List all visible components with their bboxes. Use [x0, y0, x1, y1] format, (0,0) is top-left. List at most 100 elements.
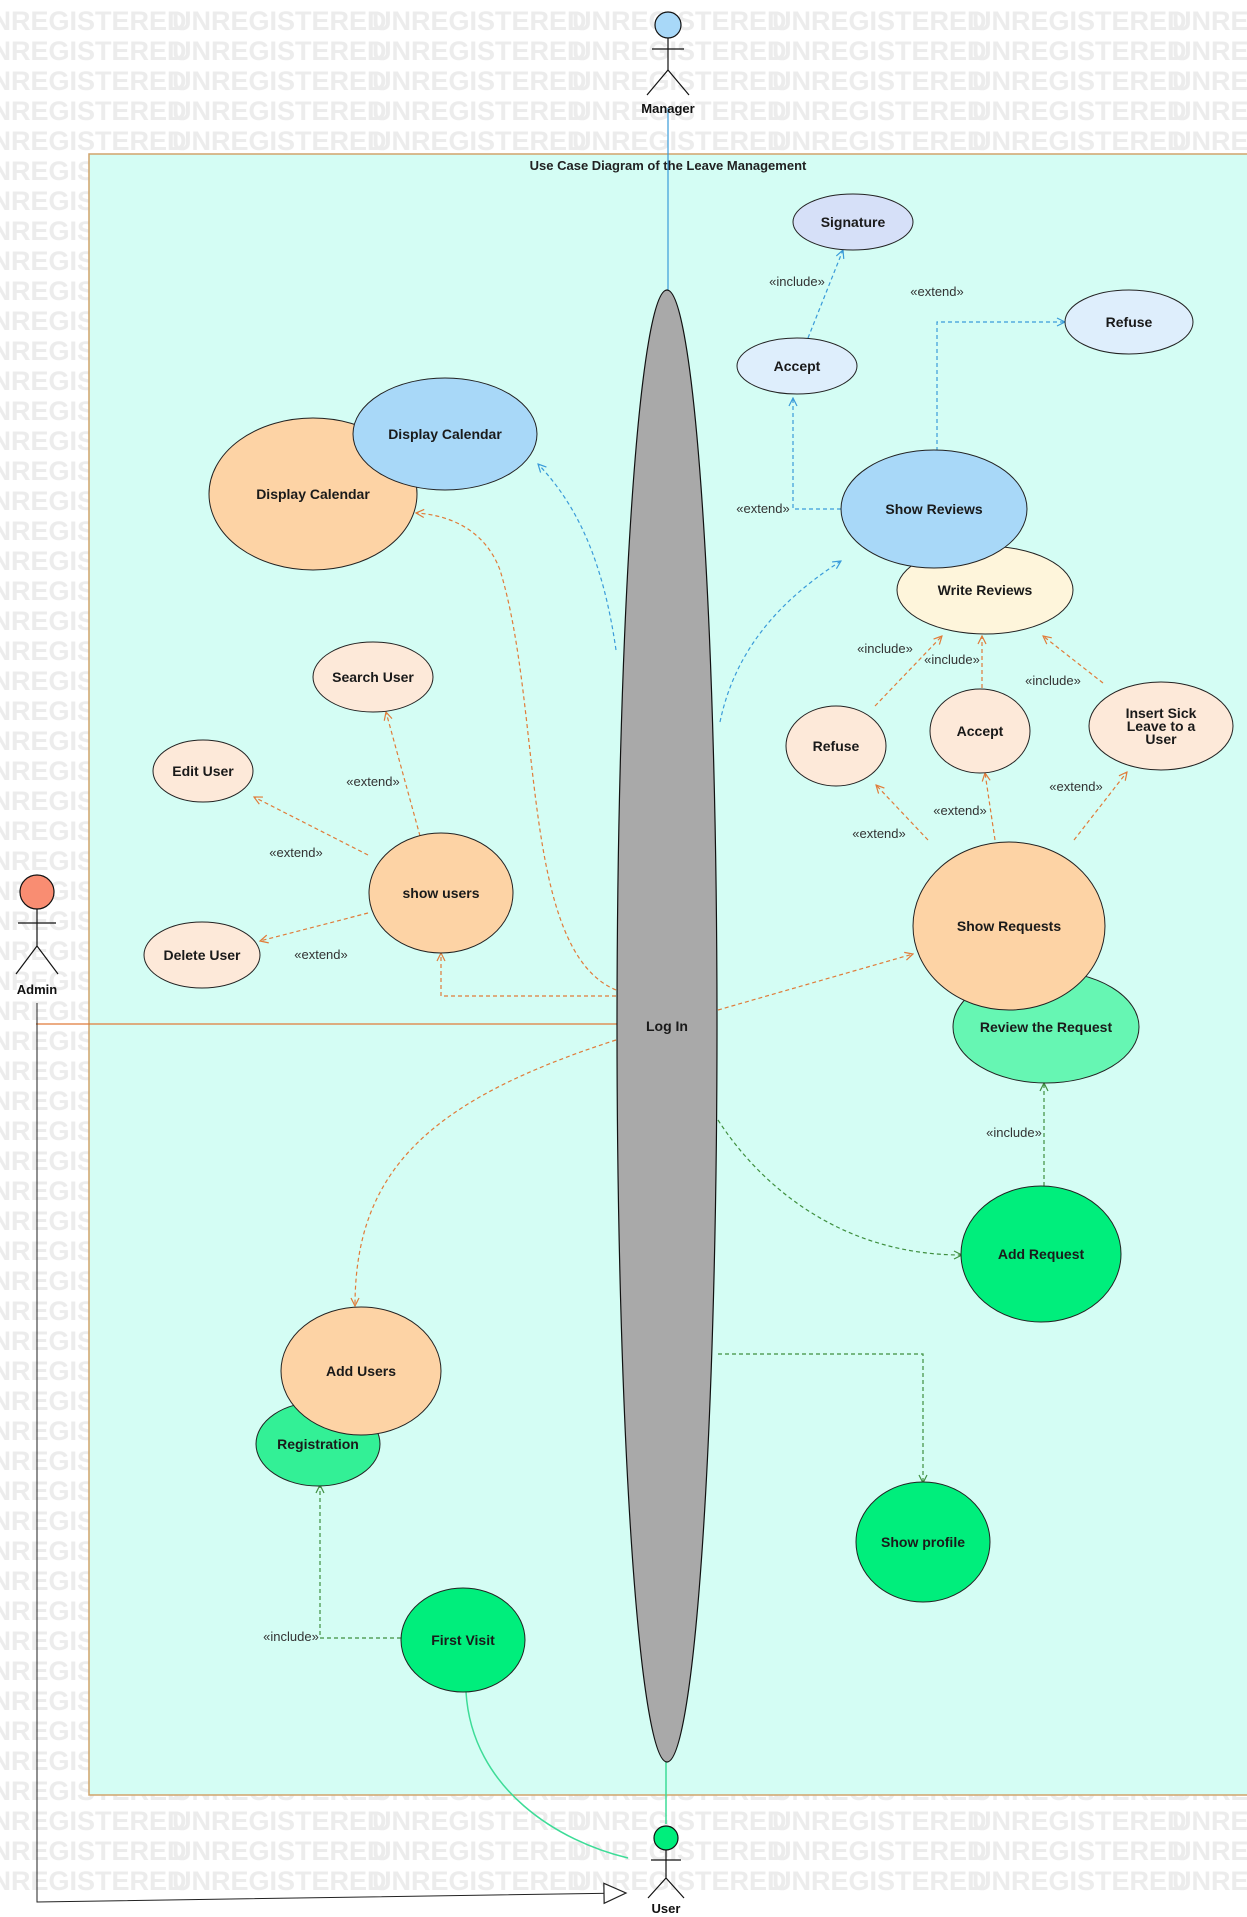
watermark-text: UNREGISTERED [372, 1866, 587, 1896]
watermark-text: UNREGISTERED [172, 1806, 387, 1836]
watermark-text: UNREGISTERED [1172, 1836, 1247, 1866]
usecase-signature[interactable] [792, 193, 914, 251]
usecase-add-request[interactable] [960, 1185, 1122, 1323]
link-login-showrequests [717, 954, 913, 1011]
first-visit-association [465, 1691, 629, 1859]
usecase-show-requests[interactable] [912, 841, 1106, 1011]
stereotype-include-sick: «include» [1025, 673, 1081, 688]
usecase-accept-review[interactable] [736, 337, 858, 395]
watermark-text: UNREGISTERED [772, 36, 987, 66]
link-showusers-search [386, 712, 421, 837]
actor-admin-label: Admin [17, 982, 58, 997]
usecase-insert-sick-leave-label-2: Leave to a [1127, 718, 1196, 734]
usecase-login[interactable] [616, 289, 718, 1763]
usecase-signature-label: Signature [821, 214, 886, 230]
stereotype-include-signature: «include» [769, 274, 825, 289]
usecase-edit-user[interactable] [152, 739, 254, 803]
usecase-show-profile-label: Show profile [881, 1534, 965, 1550]
usecase-add-users-label: Add Users [326, 1363, 396, 1379]
watermark-text: UNREGISTERED [572, 36, 787, 66]
link-accept-signature [807, 250, 843, 339]
manager-head-icon [654, 11, 682, 39]
watermark-text: UNREGISTERED [972, 6, 1187, 36]
watermark-text: UNREGISTERED [572, 1866, 787, 1896]
watermark-text: UNREGISTERED [0, 1866, 187, 1896]
watermark-text: UNREGISTERED [572, 1836, 787, 1866]
stereotype-extend-accept-review: «extend» [736, 501, 790, 516]
usecase-login-label: Log In [646, 1018, 688, 1034]
link-requests-sick [1073, 772, 1127, 841]
stereotype-extend-refuse-request: «extend» [852, 826, 906, 841]
watermark-text: UNREGISTERED [572, 126, 787, 156]
link-requests-accept [985, 773, 996, 841]
link-login-addusers [355, 1039, 617, 1306]
usecase-add-users[interactable] [280, 1306, 442, 1436]
watermark-text: UNREGISTERED [772, 1866, 987, 1896]
stereotype-extend-search: «extend» [346, 774, 400, 789]
usecase-refuse-review[interactable] [1064, 289, 1194, 355]
watermark-text: UNREGISTERED [0, 1806, 187, 1836]
watermark-text: UNREGISTERED [0, 66, 187, 96]
usecase-accept-review-label: Accept [774, 358, 821, 374]
watermark-text: UNREGISTERED [772, 1836, 987, 1866]
usecase-show-profile[interactable] [855, 1481, 991, 1603]
usecase-accept-request[interactable] [929, 688, 1031, 774]
usecase-show-requests-label: Show Requests [957, 918, 1061, 934]
watermark-text: UNREGISTERED [172, 1836, 387, 1866]
stereotype-include-accept: «include» [924, 652, 980, 667]
usecase-delete-user[interactable] [143, 921, 261, 989]
link-firstvisit-registration [320, 1485, 401, 1639]
link-login-showprofile [718, 1353, 923, 1483]
usecase-review-request-label: Review the Request [980, 1019, 1113, 1035]
watermark-text: UNREGISTERED [372, 96, 587, 126]
watermark-text: UNREGISTERED [0, 126, 187, 156]
watermark-text: UNREGISTERED [1172, 1866, 1247, 1896]
usecase-refuse-request[interactable] [785, 705, 887, 787]
watermark-text: UNREGISTERED [172, 6, 387, 36]
link-showusers-delete [260, 912, 369, 941]
watermark-text: UNREGISTERED [1172, 1806, 1247, 1836]
watermark-text: UNREGISTERED [372, 66, 587, 96]
usecase-search-user-label: Search User [332, 669, 414, 685]
watermark-text: UNREGISTERED [372, 1836, 587, 1866]
actor-admin[interactable] [15, 874, 59, 975]
stereotype-extend-refuse-review: «extend» [910, 284, 964, 299]
watermark-text: UNREGISTERED [172, 96, 387, 126]
user-head-icon [653, 1825, 679, 1851]
watermark-text: UNREGISTERED [972, 1836, 1187, 1866]
watermark-text: UNREGISTERED [1172, 126, 1247, 156]
usecase-show-reviews-label: Show Reviews [885, 501, 982, 517]
watermark-text: UNREGISTERED [0, 1836, 187, 1866]
watermark-text: UNREGISTERED [772, 1806, 987, 1836]
watermark-text: UNREGISTERED [972, 96, 1187, 126]
usecase-search-user[interactable] [312, 641, 434, 713]
usecase-insert-sick-leave[interactable] [1088, 681, 1234, 771]
watermark-text: UNREGISTERED [372, 126, 587, 156]
actor-manager-label: Manager [641, 101, 694, 116]
actor-user[interactable] [647, 1825, 685, 1899]
link-reviews-accept [793, 398, 841, 510]
watermark-text: UNREGISTERED [972, 66, 1187, 96]
watermark-text: UNREGISTERED [772, 66, 987, 96]
usecase-show-users-label: show users [402, 885, 479, 901]
watermark-text: UNREGISTERED [172, 66, 387, 96]
usecase-insert-sick-leave-label-3: User [1145, 731, 1177, 747]
usecase-show-reviews[interactable] [840, 449, 1028, 569]
usecase-show-users[interactable] [368, 832, 514, 954]
stereotype-extend-delete: «extend» [294, 947, 348, 962]
usecase-edit-user-label: Edit User [172, 763, 234, 779]
link-refuse-write [874, 636, 942, 707]
watermark-text: UNREGISTERED [1172, 96, 1247, 126]
watermark-text: UNREGISTERED [172, 126, 387, 156]
actor-user-label: User [652, 1901, 681, 1916]
watermark-text: UNREGISTERED [172, 1866, 387, 1896]
watermark-text: UNREGISTERED [372, 36, 587, 66]
usecase-display-calendar-blue[interactable] [352, 377, 538, 491]
usecase-first-visit[interactable] [400, 1587, 526, 1693]
usecase-insert-sick-leave-label-1: Insert Sick [1126, 705, 1197, 721]
link-reviews-refuse [936, 322, 1065, 451]
watermark-text: UNREGISTERED [372, 6, 587, 36]
actor-manager[interactable] [646, 11, 690, 96]
watermark-text: UNREGISTERED [0, 96, 187, 126]
watermark-text: UNREGISTERED [572, 66, 787, 96]
